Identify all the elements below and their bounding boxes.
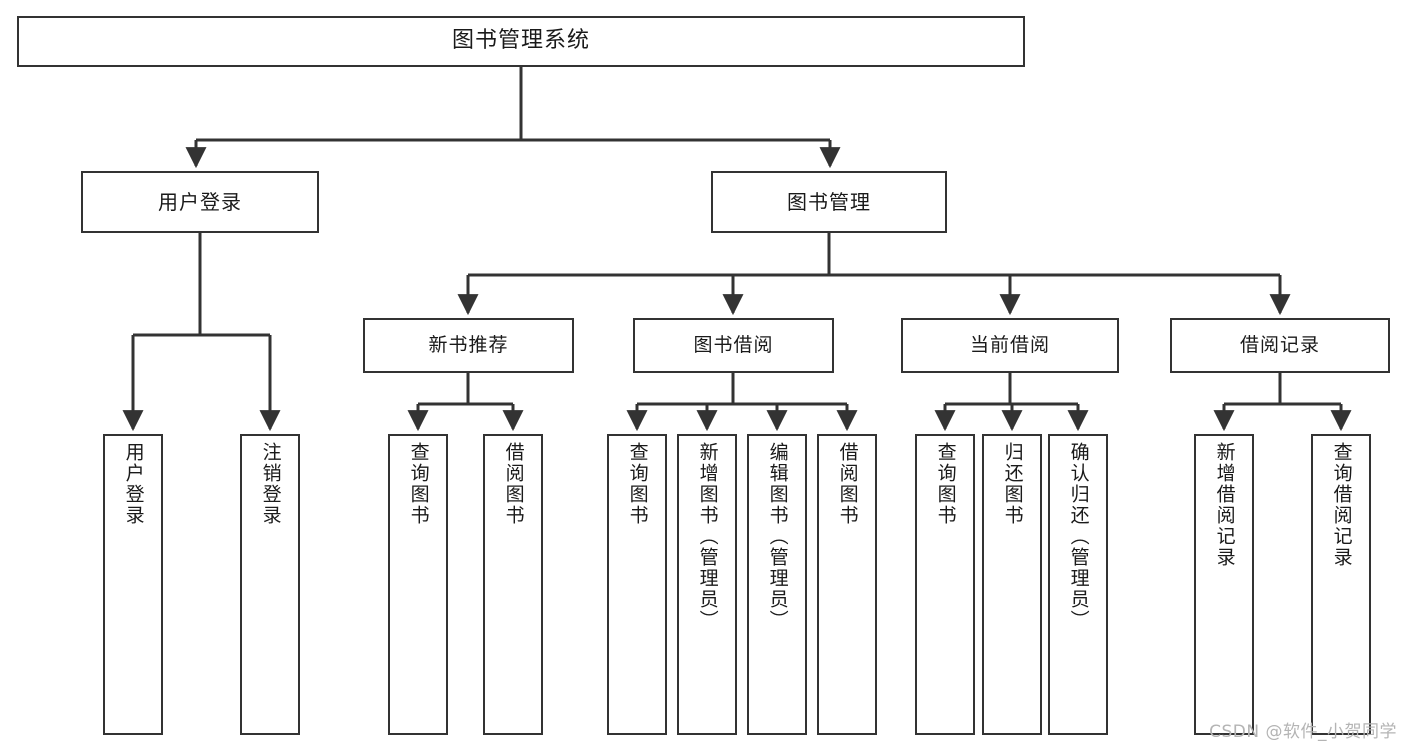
node-leaf-query-record[interactable]: 查询借阅记录 <box>1311 434 1371 735</box>
node-leaf-user-login-label: 用户登录 <box>122 442 145 526</box>
node-leaf-user-login[interactable]: 用户登录 <box>103 434 163 735</box>
node-leaf-user-logout-label: 注销登录 <box>259 442 282 526</box>
node-leaf-add-record-label: 新增借阅记录 <box>1213 442 1236 568</box>
node-user-login[interactable]: 用户登录 <box>81 171 319 233</box>
node-leaf-add-record[interactable]: 新增借阅记录 <box>1194 434 1254 735</box>
node-leaf-query-book-3-label: 查询图书 <box>934 442 957 526</box>
node-leaf-edit-book-label: 编辑图书（管理员） <box>766 442 789 631</box>
node-leaf-borrow-book-1-label: 借阅图书 <box>502 442 525 526</box>
node-leaf-query-book-1-label: 查询图书 <box>407 442 430 526</box>
node-leaf-add-book[interactable]: 新增图书（管理员） <box>677 434 737 735</box>
node-leaf-borrow-book-1[interactable]: 借阅图书 <box>483 434 543 735</box>
node-leaf-query-book-3[interactable]: 查询图书 <box>915 434 975 735</box>
node-leaf-return-book-label: 归还图书 <box>1001 442 1024 526</box>
node-leaf-edit-book[interactable]: 编辑图书（管理员） <box>747 434 807 735</box>
node-leaf-borrow-book-2[interactable]: 借阅图书 <box>817 434 877 735</box>
node-book-borrow-label: 图书借阅 <box>693 333 774 356</box>
node-leaf-confirm-return-label: 确认归还（管理员） <box>1067 442 1090 631</box>
node-book-manage[interactable]: 图书管理 <box>711 171 947 233</box>
node-leaf-add-book-label: 新增图书（管理员） <box>696 442 719 631</box>
node-leaf-return-book[interactable]: 归还图书 <box>982 434 1042 735</box>
node-leaf-query-book-2-label: 查询图书 <box>626 442 649 526</box>
node-user-login-label: 用户登录 <box>158 189 242 214</box>
node-leaf-query-book-1[interactable]: 查询图书 <box>388 434 448 735</box>
node-leaf-query-record-label: 查询借阅记录 <box>1330 442 1353 568</box>
node-current-borrow[interactable]: 当前借阅 <box>901 318 1119 373</box>
node-leaf-user-logout[interactable]: 注销登录 <box>240 434 300 735</box>
node-new-book-recommend[interactable]: 新书推荐 <box>363 318 574 373</box>
node-book-borrow[interactable]: 图书借阅 <box>633 318 834 373</box>
node-borrow-record-label: 借阅记录 <box>1239 333 1320 356</box>
node-current-borrow-label: 当前借阅 <box>969 333 1050 356</box>
node-leaf-confirm-return[interactable]: 确认归还（管理员） <box>1048 434 1108 735</box>
node-root-label: 图书管理系统 <box>451 28 590 54</box>
node-leaf-query-book-2[interactable]: 查询图书 <box>607 434 667 735</box>
node-borrow-record[interactable]: 借阅记录 <box>1170 318 1390 373</box>
node-book-manage-label: 图书管理 <box>787 189 871 214</box>
watermark-text: CSDN @软件_小贺同学 <box>1209 722 1397 742</box>
node-root[interactable]: 图书管理系统 <box>17 16 1025 67</box>
node-leaf-borrow-book-2-label: 借阅图书 <box>836 442 859 526</box>
node-new-book-recommend-label: 新书推荐 <box>428 333 509 356</box>
